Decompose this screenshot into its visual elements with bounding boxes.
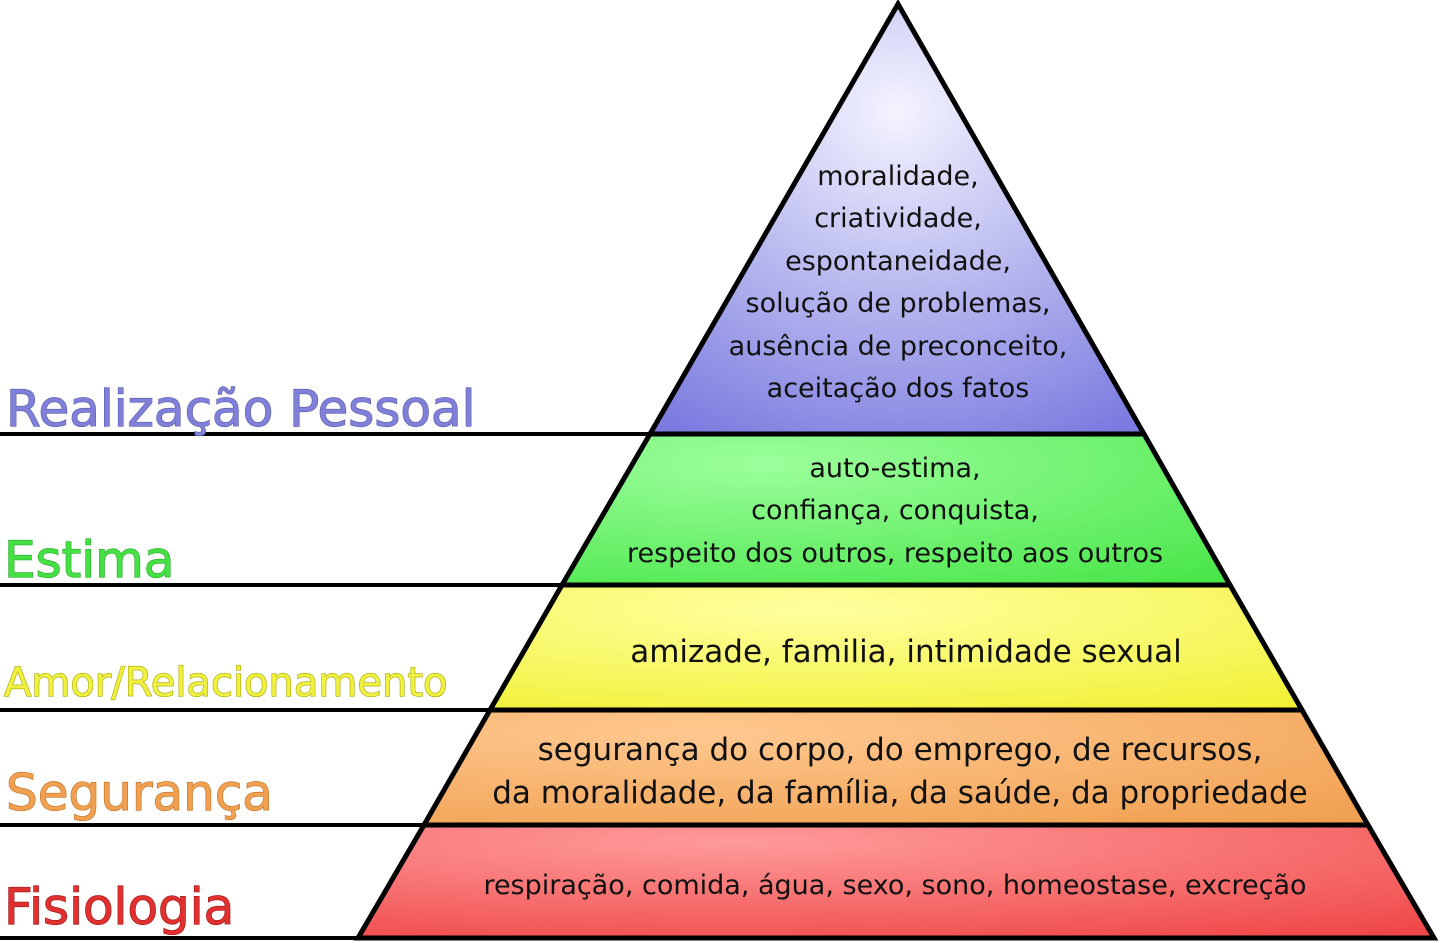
tier-line: ausência de preconceito, — [729, 331, 1068, 362]
tier-contents: moralidade, criatividade, espontaneidade… — [483, 161, 1307, 901]
tier-text-fisiologia: respiração, comida, água, sexo, sono, ho… — [483, 870, 1306, 901]
tier-line: aceitação dos fatos — [767, 373, 1030, 404]
pyramid — [353, 0, 1439, 941]
tier-text-seguranca: segurança do corpo, do emprego, de recur… — [492, 732, 1308, 811]
level-title-fisiologia: Fisiologia — [4, 878, 234, 936]
tier-line: moralidade, — [817, 161, 979, 192]
level-title-amor: Amor/Relacionamento — [4, 660, 447, 706]
tier-line: da moralidade, da família, da saúde, da … — [492, 775, 1308, 811]
level-title-seguranca: Segurança — [6, 764, 273, 822]
level-title-realizacao: Realização Pessoal — [6, 380, 476, 438]
tier-line: espontaneidade, — [785, 246, 1011, 277]
tier-line: confiança, conquista, — [751, 495, 1039, 526]
tier-line: amizade, familia, intimidade sexual — [630, 634, 1182, 670]
tier-fisiologia — [353, 822, 1439, 941]
tier-text-amor: amizade, familia, intimidade sexual — [630, 634, 1182, 670]
tier-line: segurança do corpo, do emprego, de recur… — [538, 732, 1263, 768]
tier-line: respiração, comida, água, sexo, sono, ho… — [483, 870, 1306, 901]
level-titles: Realização Pessoal Estima Amor/Relaciona… — [3, 379, 476, 936]
tier-line: solução de problemas, — [746, 288, 1051, 319]
level-title-estima: Estima — [4, 531, 174, 589]
leader-lines — [0, 432, 650, 940]
tier-text-realizacao: moralidade, criatividade, espontaneidade… — [729, 161, 1068, 404]
tier-line: respeito dos outros, respeito aos outros — [627, 538, 1163, 569]
tier-line: auto-estima, — [809, 453, 980, 484]
tier-line: criatividade, — [814, 203, 982, 234]
tier-text-estima: auto-estima, confiança, conquista, respe… — [627, 453, 1163, 569]
